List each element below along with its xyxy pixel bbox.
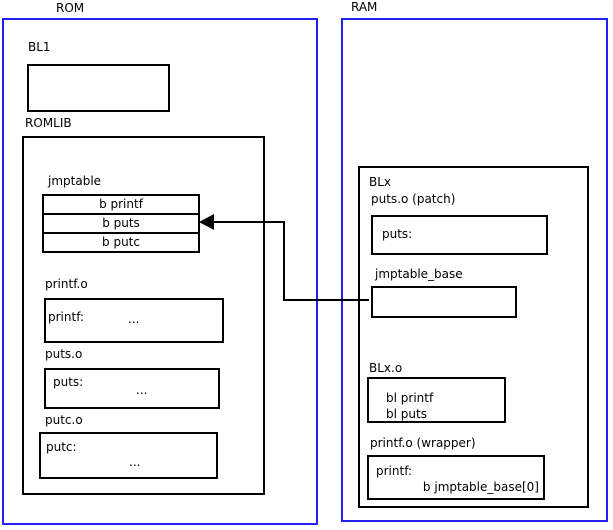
putc-o-label: putc.o <box>45 413 83 427</box>
jmptable-row-b-printf: b printf <box>42 194 200 215</box>
printf-wrapper-box: printf: b jmptable_base[0] <box>367 455 545 500</box>
printf-o-label: printf.o <box>45 277 88 291</box>
puts-body-ellipsis: ... <box>136 383 148 397</box>
jmptable-base-box <box>371 286 517 318</box>
puts-patch-label: puts.o (patch) <box>371 192 456 206</box>
ram-region-title: RAM <box>351 0 378 14</box>
printf-wrapper-branch: b jmptable_base[0] <box>422 480 539 494</box>
jmptable-row-b-putc: b putc <box>42 232 200 253</box>
jmptable-row-b-puts: b puts <box>42 213 200 234</box>
bl1-label: BL1 <box>28 40 51 54</box>
printf-entry: printf: <box>48 310 85 324</box>
blx-o-line-bl-puts: bl puts <box>386 407 427 421</box>
printf-wrapper-entry: printf: <box>376 464 413 478</box>
bl1-box <box>27 64 170 112</box>
blx-o-line-bl-printf: bl printf <box>386 391 434 405</box>
putc-body-ellipsis: ... <box>129 455 141 469</box>
romlib-label: ROMLIB <box>25 116 72 130</box>
putc-o-box: putc: ... <box>39 432 218 479</box>
puts-patch-entry: puts: <box>382 227 413 241</box>
printf-body-ellipsis: ... <box>128 312 140 326</box>
blx-o-box: bl printf bl puts <box>367 377 506 423</box>
rom-region-title: ROM <box>56 1 85 15</box>
blx-label: BLx <box>369 175 392 189</box>
printf-wrapper-label: printf.o (wrapper) <box>370 436 476 450</box>
romlib-box: jmptable b printf b puts b putc printf.o… <box>22 136 265 495</box>
puts-patch-box: puts: <box>371 215 548 255</box>
blx-o-label: BLx.o <box>369 361 403 375</box>
puts-entry: puts: <box>53 375 84 389</box>
jmptable-base-label: jmptable_base <box>375 267 463 281</box>
printf-o-box: printf: ... <box>44 298 224 343</box>
puts-o-label: puts.o <box>45 347 83 361</box>
putc-entry: putc: <box>46 440 77 454</box>
puts-o-box: puts: ... <box>44 368 220 409</box>
jmptable-box: b printf b puts b putc <box>42 194 200 253</box>
blx-box: BLx puts.o (patch) puts: jmptable_base B… <box>358 166 589 508</box>
jmptable-label: jmptable <box>48 174 102 188</box>
